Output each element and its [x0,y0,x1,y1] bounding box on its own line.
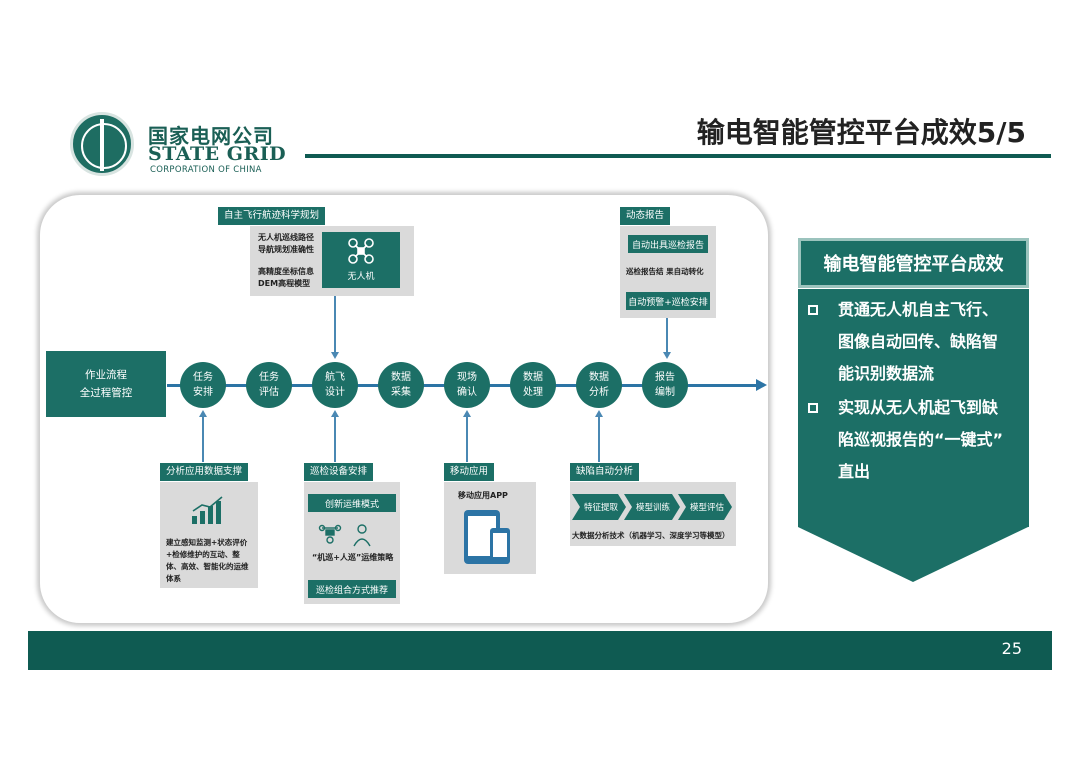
slide-title: 输电智能管控平台成效5/5 [696,116,1026,149]
step-flight-design: 航飞设计 [312,362,358,408]
mobile-tag: 移动应用 [444,463,495,481]
drone-and-person-icon [318,524,371,547]
chevron-train: 模型训练 [636,503,671,513]
connector-arrow-defect [595,410,603,417]
connector-arrow-equipment [331,410,339,417]
callout-arrow [798,527,1028,582]
connector-arrow-flight [331,352,339,359]
connector-flight [334,296,336,354]
drone-card: 无人机 [322,232,400,288]
timeline-arrowhead [756,379,767,391]
equipment-tag: 巡检设备安排 [304,463,374,481]
step-data-analyze: 数据分析 [576,362,622,408]
flight-plan-text2b: DEM高程模型 [258,279,311,288]
flight-plan-text1a: 无人机巡线路径 [258,233,314,242]
connector-defect [598,416,600,462]
defect-chevrons [572,494,732,520]
connector-analysis [202,416,204,462]
analysis-text: 建立感知监测+状态评价+检修维护的互动、整体、高效、智能化的运维体系 [166,538,249,583]
flight-plan-tag: 自主飞行航迹科学规划 [218,207,326,225]
analysis-box [160,482,258,588]
page-number: 25 [1001,639,1022,658]
analysis-tag: 分析应用数据支撑 [160,463,249,481]
bullet-square-icon [808,403,818,413]
flow-start-line2: 全过程管控 [79,387,133,399]
flow-start-box: 作业流程 全过程管控 [46,351,166,417]
equipment-recommend: 巡检组合方式推荐 [308,580,396,598]
equipment-strategy: “机巡+人巡”运维策略 [312,553,394,562]
title-underline [305,154,1051,158]
footer-bar [28,631,1052,670]
callout-body [798,289,1029,527]
callout-point-1: 贯通无人机自主飞行、 图像自动回传、缺陷智 能识别数据流 [838,300,999,383]
company-name-en: STATE GRID [148,143,287,165]
report-tag: 动态报告 [620,207,671,225]
bullet-square-icon [808,305,818,315]
report-auto-alert: 自动预警+巡检安排 [626,292,710,310]
connector-equipment [334,416,336,462]
equipment-innovate: 创新运维模式 [308,494,396,512]
flow-start-line1: 作业流程 [85,369,127,381]
step-task-arrange: 任务安排 [180,362,226,408]
step-report-compile: 报告编制 [642,362,688,408]
step-task-evaluate: 任务评估 [246,362,292,408]
step-site-confirm: 现场确认 [444,362,490,408]
connector-arrow-mobile [463,410,471,417]
connector-mobile [466,416,468,462]
chevron-feature: 特征提取 [584,503,619,513]
connector-arrow-report [663,352,671,359]
report-mid-text: 巡检报告结 果自动转化 [626,267,704,276]
mobile-app-label: 移动应用APP [458,491,508,500]
callout-title: 输电智能管控平台成效 [798,238,1029,288]
state-grid-logo [70,112,134,176]
callout-point-2: 实现从无人机起飞到缺 陷巡视报告的“一键式” 直出 [838,398,1004,481]
bar-chart-icon [192,496,223,524]
flight-plan-text1b: 导航规划准确性 [258,245,314,254]
drone-icon [348,238,374,264]
report-auto-generate: 自动出具巡检报告 [628,235,708,253]
defect-tag: 缺陷自动分析 [570,463,640,481]
mobile-device-icon [464,510,510,564]
flight-plan-text2a: 高精度坐标信息 [258,267,314,276]
chevron-evaluate: 模型评估 [690,503,725,513]
connector-report [666,318,668,354]
drone-label: 无人机 [347,272,375,282]
step-data-collect: 数据采集 [378,362,424,408]
defect-caption: 大数据分析技术（机器学习、深度学习等模型） [572,531,730,540]
step-data-process: 数据处理 [510,362,556,408]
connector-arrow-analysis [199,410,207,417]
company-name-cn: 国家电网公司 [148,124,274,148]
company-name-en-sub: CORPORATION OF CHINA [150,165,262,175]
